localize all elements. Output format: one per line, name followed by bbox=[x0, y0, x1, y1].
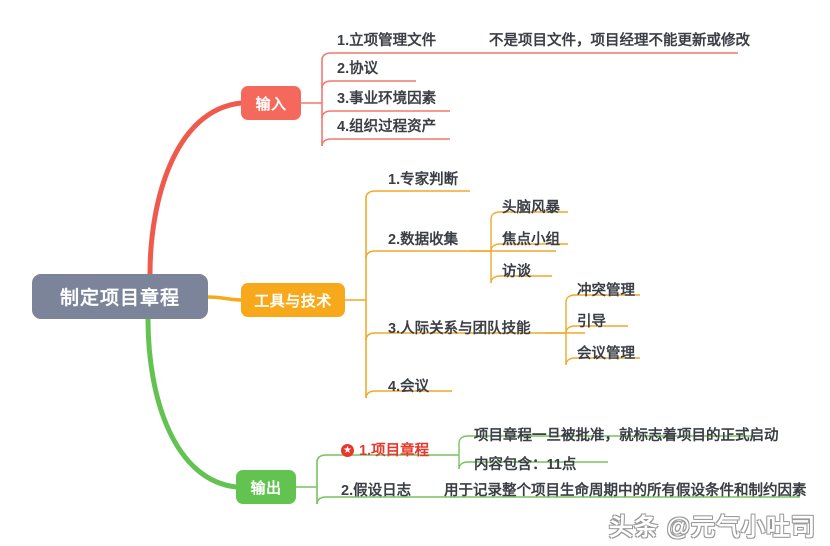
leaf-tools-3-1[interactable]: 冲突管理 bbox=[577, 284, 635, 299]
leaf-tools-3-2-label: 引导 bbox=[577, 314, 606, 330]
leaf-tools-3[interactable]: 3.人际关系与团队技能 bbox=[388, 322, 531, 337]
branch-node-input-label: 输入 bbox=[255, 95, 287, 113]
leaf-tools-4[interactable]: 4.会议 bbox=[388, 380, 429, 395]
note-input-1-1-label: 不是项目文件，项目经理不能更新或修改 bbox=[489, 33, 750, 49]
leaf-tools-2-3[interactable]: 访谈 bbox=[502, 265, 531, 280]
root-node[interactable]: 制定项目章程 bbox=[32, 274, 208, 319]
leaf-tools-3-label: 3.人际关系与团队技能 bbox=[388, 321, 531, 337]
branch-node-input[interactable]: 输入 bbox=[241, 86, 301, 120]
note-input-1-1[interactable]: 不是项目文件，项目经理不能更新或修改 bbox=[489, 34, 750, 49]
leaf-input-1[interactable]: 1.立项管理文件 bbox=[337, 34, 436, 49]
branch-node-tools[interactable]: 工具与技术 bbox=[241, 283, 345, 317]
note-output-1-2[interactable]: 内容包含：11点 bbox=[474, 458, 576, 473]
leaf-tools-1[interactable]: 1.专家判断 bbox=[388, 173, 458, 188]
leaf-tools-2-label: 2.数据收集 bbox=[388, 232, 459, 248]
leaf-tools-1-label: 1.专家判断 bbox=[388, 172, 459, 188]
leaf-input-3-label: 3.事业环境因素 bbox=[337, 91, 437, 107]
branch-node-output[interactable]: 输出 bbox=[236, 470, 296, 504]
leaf-tools-2-1[interactable]: 头脑风暴 bbox=[502, 201, 560, 216]
watermark-label: 头条 @元气小吐司 bbox=[608, 514, 816, 541]
leaf-tools-3-3-label: 会议管理 bbox=[577, 346, 635, 362]
leaf-output-2-label: 2.假设日志 bbox=[341, 483, 412, 499]
leaf-tools-3-3[interactable]: 会议管理 bbox=[577, 347, 635, 362]
leaf-input-1-label: 1.立项管理文件 bbox=[337, 33, 437, 49]
branch-node-tools-label: 工具与技术 bbox=[254, 292, 332, 310]
leaf-tools-2-2[interactable]: 焦点小组 bbox=[502, 233, 560, 248]
leaf-tools-4-label: 4.会议 bbox=[388, 379, 430, 395]
note-output-2-1[interactable]: 用于记录整个项目生命周期中的所有假设条件和制约因素 bbox=[444, 484, 807, 499]
note-output-2-1-label: 用于记录整个项目生命周期中的所有假设条件和制约因素 bbox=[444, 483, 807, 499]
star-icon bbox=[341, 444, 354, 457]
leaf-tools-2-2-label: 焦点小组 bbox=[502, 232, 560, 248]
leaf-input-2[interactable]: 2.协议 bbox=[337, 62, 378, 77]
leaf-output-1-label: 1.项目章程 bbox=[359, 443, 430, 459]
leaf-input-3[interactable]: 3.事业环境因素 bbox=[337, 92, 436, 107]
leaf-output-1[interactable]: 1.项目章程 bbox=[341, 442, 429, 459]
leaf-tools-2[interactable]: 2.数据收集 bbox=[388, 233, 458, 248]
leaf-input-4[interactable]: 4.组织过程资产 bbox=[337, 120, 436, 135]
note-output-1-1-label: 项目章程一旦被批准，就标志着项目的正式启动 bbox=[474, 428, 779, 444]
leaf-output-2[interactable]: 2.假设日志 bbox=[341, 484, 411, 499]
note-output-1-1[interactable]: 项目章程一旦被批准，就标志着项目的正式启动 bbox=[474, 429, 779, 444]
leaf-tools-3-1-label: 冲突管理 bbox=[577, 283, 635, 299]
leaf-tools-2-1-label: 头脑风暴 bbox=[502, 200, 560, 216]
note-output-1-2-label: 内容包含：11点 bbox=[474, 457, 577, 473]
leaf-input-2-label: 2.协议 bbox=[337, 61, 379, 77]
watermark: 头条 @元气小吐司 bbox=[609, 507, 816, 542]
branch-node-output-label: 输出 bbox=[250, 479, 282, 497]
leaf-input-4-label: 4.组织过程资产 bbox=[337, 119, 437, 135]
root-node-label: 制定项目章程 bbox=[59, 288, 180, 309]
leaf-tools-2-3-label: 访谈 bbox=[502, 264, 531, 280]
leaf-tools-3-2[interactable]: 引导 bbox=[577, 315, 606, 330]
